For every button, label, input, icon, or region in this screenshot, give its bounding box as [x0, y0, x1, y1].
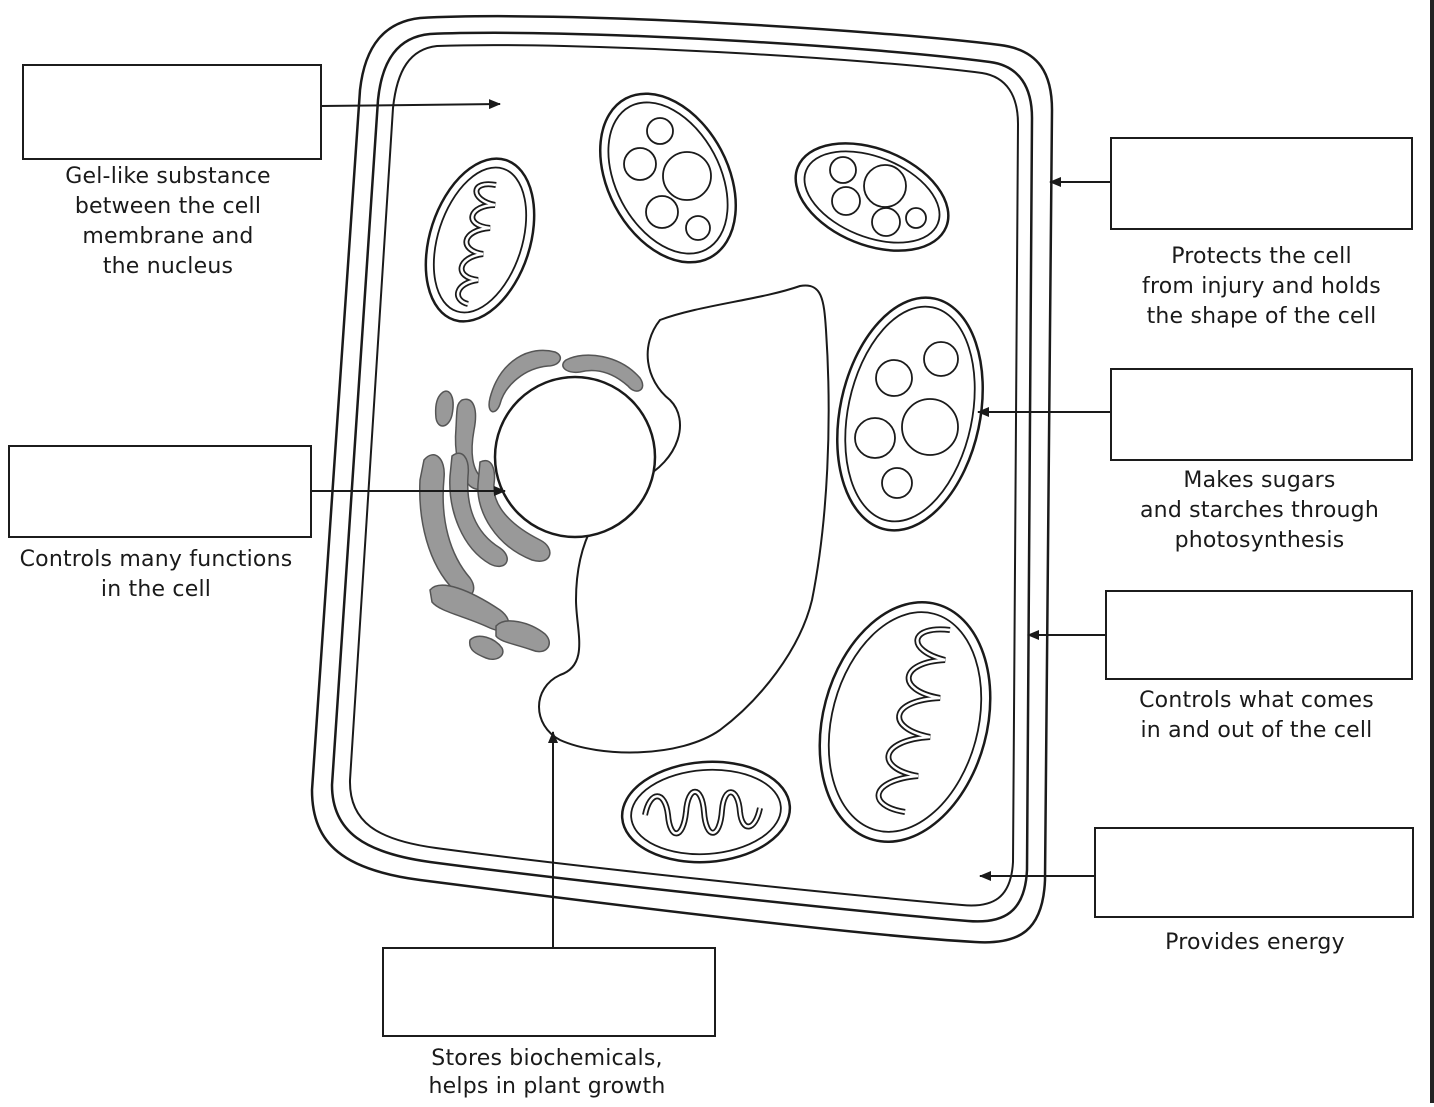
- nucleus-outline: [495, 377, 655, 537]
- mitochondrion-bottom: [619, 756, 794, 867]
- chloroplast-top-right: [780, 123, 964, 272]
- caption-cell-wall: Protects the cell from injury and holds …: [1110, 242, 1413, 332]
- answer-box-vacuole[interactable]: [382, 947, 716, 1037]
- caption-nucleus: Controls many functions in the cell: [8, 545, 304, 605]
- chloroplast-top: [573, 70, 763, 285]
- caption-mitochondrion: Provides energy: [1100, 928, 1410, 958]
- mitochondrion-right: [794, 583, 1016, 861]
- mitochondrion-top-left: [406, 145, 553, 336]
- answer-box-nucleus[interactable]: [8, 445, 312, 538]
- caption-vacuole: Stores biochemicals, helps in plant grow…: [382, 1045, 712, 1101]
- answer-box-mitochondrion[interactable]: [1094, 827, 1414, 918]
- caption-cell-membrane: Controls what comes in and out of the ce…: [1105, 686, 1408, 746]
- arrow-cytoplasm: [321, 104, 500, 106]
- answer-box-cell-membrane[interactable]: [1105, 590, 1413, 680]
- answer-box-cell-wall[interactable]: [1110, 137, 1413, 230]
- caption-cytoplasm: Gel-like substance between the cell memb…: [22, 162, 314, 282]
- caption-chloroplast: Makes sugars and starches through photos…: [1108, 466, 1411, 556]
- answer-box-chloroplast[interactable]: [1110, 368, 1413, 461]
- page-edge-divider: [1430, 0, 1434, 1103]
- answer-box-cytoplasm[interactable]: [22, 64, 322, 160]
- chloroplast-right: [817, 284, 1003, 544]
